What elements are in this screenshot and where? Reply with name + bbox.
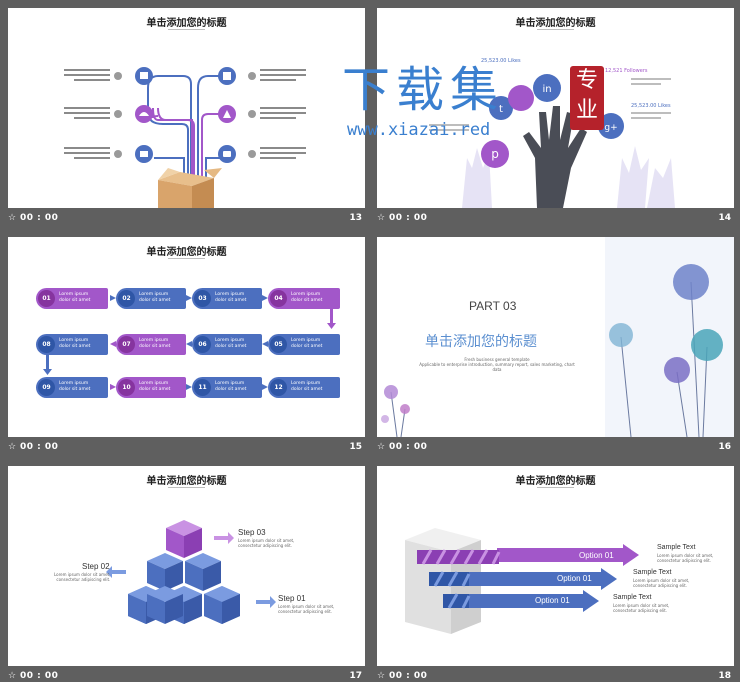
slide-footer: ☆ 00 : 00 13: [8, 213, 365, 227]
slide-title: 单击添加您的标题: [515, 18, 596, 29]
slide-thumbnail-13[interactable]: 单击添加您的标题: [8, 8, 365, 230]
slide-number: 15: [349, 442, 362, 452]
sample-desc-1: Lorem ipsum dolor sit amet,consectetur a…: [657, 553, 714, 563]
transition-star-icon[interactable]: ☆: [377, 671, 386, 681]
slide-timing: 00 : 00: [389, 442, 428, 452]
sample-desc-2: Lorem ipsum dolor sit amet,consectetur a…: [633, 578, 690, 588]
slide-thumbnail-16[interactable]: PART 03 单击添加您的标题 Fresh business general …: [377, 237, 734, 459]
slide-title: 单击添加您的标题: [146, 476, 227, 487]
title-underline: [168, 487, 205, 488]
stat-followers: 12,521 Followers: [605, 68, 648, 74]
step-01-desc: Lorem ipsum dolor sit amet,consectetur a…: [278, 604, 335, 614]
slide-timing: 00 : 00: [20, 442, 59, 452]
slide-title: 单击添加您的标题: [146, 18, 227, 29]
svg-text:g+: g+: [604, 123, 617, 133]
option-arrows: [405, 528, 639, 634]
slide-timing: 00 : 00: [389, 671, 428, 681]
sample-text-2: Sample Text: [633, 569, 672, 576]
slide-timing: 00 : 00: [389, 213, 428, 223]
step-02-desc: Lorem ipsum dolor sit amet,consectetur a…: [54, 572, 111, 582]
slide-thumbnail-17[interactable]: 单击添加您的标题: [8, 466, 365, 682]
slide-preview[interactable]: 单击添加您的标题 p t in g+: [377, 8, 734, 208]
title-underline: [537, 29, 574, 30]
stat-likes-right: 25,523.00 Likes: [631, 103, 671, 109]
slide-preview[interactable]: 单击添加您的标题: [8, 466, 365, 666]
slide-timing: 00 : 00: [20, 213, 59, 223]
option-label-3: Option 01: [535, 596, 570, 605]
title-underline: [168, 258, 205, 259]
sample-text-1: Sample Text: [657, 544, 696, 551]
slide-number: 17: [349, 671, 362, 681]
slide-footer: ☆ 00 : 00 17: [8, 671, 365, 682]
sample-text-3: Sample Text: [613, 594, 652, 601]
slide-number: 13: [349, 213, 362, 223]
svg-text:p: p: [491, 147, 499, 161]
svg-text:in: in: [542, 84, 551, 95]
title-underline: [168, 29, 205, 30]
dandelion-illustration: [381, 237, 734, 437]
section-label: PART 03: [469, 299, 517, 313]
step-03-label: Step 03: [238, 528, 266, 537]
slide-title: 单击添加您的标题: [515, 476, 596, 487]
tree-diagram: [64, 67, 306, 208]
option-label-1: Option 01: [579, 551, 614, 560]
section-title: 单击添加您的标题: [425, 334, 537, 350]
stat-likes-left: 25,523.00 Likes: [481, 58, 521, 64]
cube-stack: [106, 520, 276, 624]
sample-desc-3: Lorem ipsum dolor sit amet,consectetur a…: [613, 603, 670, 613]
slide-thumbnail-14[interactable]: 单击添加您的标题 p t in g+: [377, 8, 734, 230]
slide-title: 单击添加您的标题: [146, 247, 227, 258]
transition-star-icon[interactable]: ☆: [8, 671, 17, 681]
slide-preview[interactable]: PART 03 单击添加您的标题 Fresh business general …: [377, 237, 734, 437]
title-underline: [537, 487, 574, 488]
process-arrows: [43, 295, 336, 390]
slide-number: 16: [718, 442, 731, 452]
transition-star-icon[interactable]: ☆: [377, 213, 386, 223]
slide-preview[interactable]: 单击添加您的标题: [377, 466, 734, 666]
slide-footer: ☆ 00 : 00 14: [377, 213, 734, 227]
slide-timing: 00 : 00: [20, 671, 59, 681]
slide-footer: ☆ 00 : 00 16: [377, 442, 734, 456]
slide-number: 14: [718, 213, 731, 223]
social-hand-illustration: p t in g+: [429, 74, 675, 208]
transition-star-icon[interactable]: ☆: [377, 442, 386, 452]
step-02-label: Step 02: [82, 562, 110, 571]
transition-star-icon[interactable]: ☆: [8, 213, 17, 223]
transition-star-icon[interactable]: ☆: [8, 442, 17, 452]
section-subtitle: Fresh business general template Applicab…: [419, 357, 575, 372]
svg-text:t: t: [499, 104, 503, 115]
slide-footer: ☆ 00 : 00 15: [8, 442, 365, 456]
step-03-desc: Lorem ipsum dolor sit amet,consectetur a…: [238, 538, 295, 548]
step-01-label: Step 01: [278, 594, 306, 603]
slide-preview[interactable]: 单击添加您的标题: [8, 8, 365, 208]
slide-number: 18: [718, 671, 731, 681]
slide-thumbnail-18[interactable]: 单击添加您的标题: [377, 466, 734, 682]
slide-footer: ☆ 00 : 00 18: [377, 671, 734, 682]
option-label-2: Option 01: [557, 574, 592, 583]
